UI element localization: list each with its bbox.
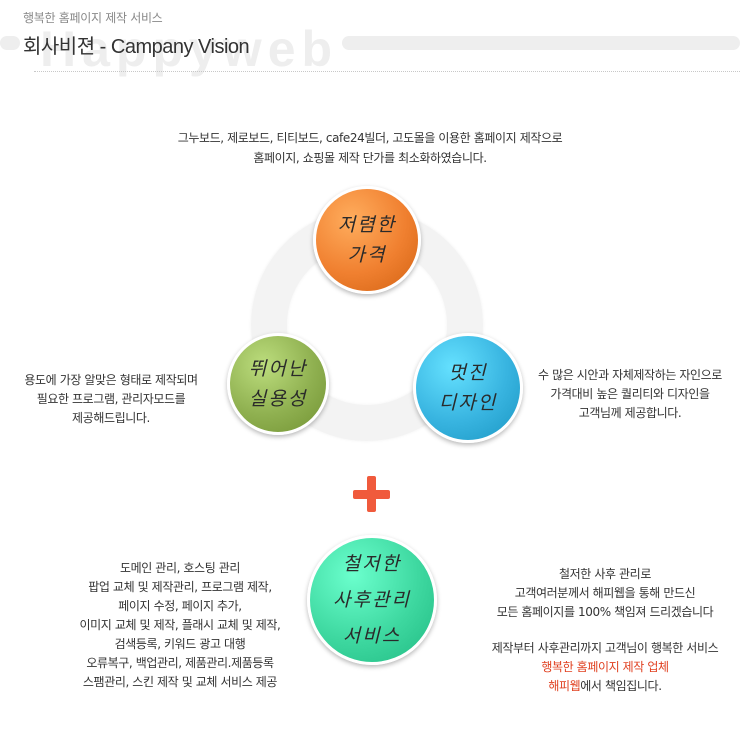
after-service-description: 철저한 사후 관리로 고객여러분께서 해피웹을 통해 만드신 모든 홈페이지를 … <box>470 565 740 696</box>
circle-label: 뛰어난 실용성 <box>248 358 308 410</box>
left-description-line: 필요한 프로그램, 관리자모드를 <box>36 392 186 406</box>
company-highlight: 행복한 홈페이지 제작 업체 <box>541 660 669 674</box>
service-list-line: 페이지 수정, 페이지 추가, <box>118 599 242 613</box>
after-service-line: 철저한 사후 관리로 <box>559 567 651 581</box>
circle-label: 멋진 디자인 <box>438 362 498 414</box>
plus-icon <box>353 490 390 499</box>
right-description: 수 많은 시안과 자체제작하는 자인으로 가격대비 높은 퀄리티와 디자인을 고… <box>520 366 740 423</box>
page-title: 회사비젼 - Campany Vision <box>23 36 250 58</box>
header-divider <box>34 71 740 72</box>
top-description-line: 그누보드, 제로보드, 티티보드, cafe24빌더, 고도몰을 이용한 홈페이… <box>177 131 563 145</box>
left-description-line: 제공해드립니다. <box>72 411 150 425</box>
circle-after-service: 철저한 사후관리 서비스 <box>307 535 437 665</box>
right-description-line: 고객님께 제공합니다. <box>578 406 682 420</box>
left-description: 용도에 가장 알맞은 형태로 제작되며 필요한 프로그램, 관리자모드를 제공해… <box>0 371 222 428</box>
service-list-line: 오류복구, 백업관리, 제품관리.제품등록 <box>86 656 274 670</box>
top-description: 그누보드, 제로보드, 티티보드, cafe24빌더, 고도몰을 이용한 홈페이… <box>130 128 610 168</box>
service-list-line: 스팸관리, 스킨 제작 및 교체 서비스 제공 <box>82 675 278 689</box>
circle-design: 멋진 디자인 <box>413 333 523 443</box>
company-name: 해피웹 <box>548 679 581 693</box>
right-description-line: 수 많은 시안과 자체제작하는 자인으로 <box>538 368 722 382</box>
header-bar-right <box>342 36 740 50</box>
top-description-line: 홈페이지, 쇼핑몰 제작 단가를 최소화하였습니다. <box>253 151 487 165</box>
circle-low-price: 저렴한 가격 <box>313 186 421 294</box>
after-service-line: 모든 홈페이지를 100% 책임져 드리겠습니다 <box>496 605 714 619</box>
circle-label: 철저한 사후관리 서비스 <box>333 553 411 647</box>
right-description-line: 가격대비 높은 퀄리티와 디자인을 <box>550 387 710 401</box>
service-list-line: 검색등록, 키워드 광고 대행 <box>114 637 246 651</box>
left-description-line: 용도에 가장 알맞은 형태로 제작되며 <box>24 373 198 387</box>
circle-label: 저렴한 가격 <box>337 214 397 266</box>
service-list-line: 이미지 교체 및 제작, 플래시 교체 및 제작, <box>79 618 281 632</box>
header-bar-left <box>0 36 20 50</box>
service-list-line: 팝업 교체 및 제작관리, 프로그램 제작, <box>88 580 272 594</box>
service-list-line: 도메인 관리, 호스팅 관리 <box>119 561 241 575</box>
spacer <box>470 622 740 639</box>
closing-suffix: 에서 책임집니다. <box>580 679 662 693</box>
header-watermark: Happyweb <box>40 21 339 77</box>
circle-practicality: 뛰어난 실용성 <box>227 333 329 435</box>
service-list: 도메인 관리, 호스팅 관리 팝업 교체 및 제작관리, 프로그램 제작, 페이… <box>40 559 320 692</box>
after-service-line: 고객여러분께서 해피웹을 통해 만드신 <box>514 586 696 600</box>
after-service-closing: 해피웹에서 책임집니다. <box>470 677 740 696</box>
after-service-line: 제작부터 사후관리까지 고객님이 행복한 서비스 <box>491 641 719 655</box>
header-subtitle: 행복한 홈페이지 제작 서비스 <box>23 11 163 25</box>
